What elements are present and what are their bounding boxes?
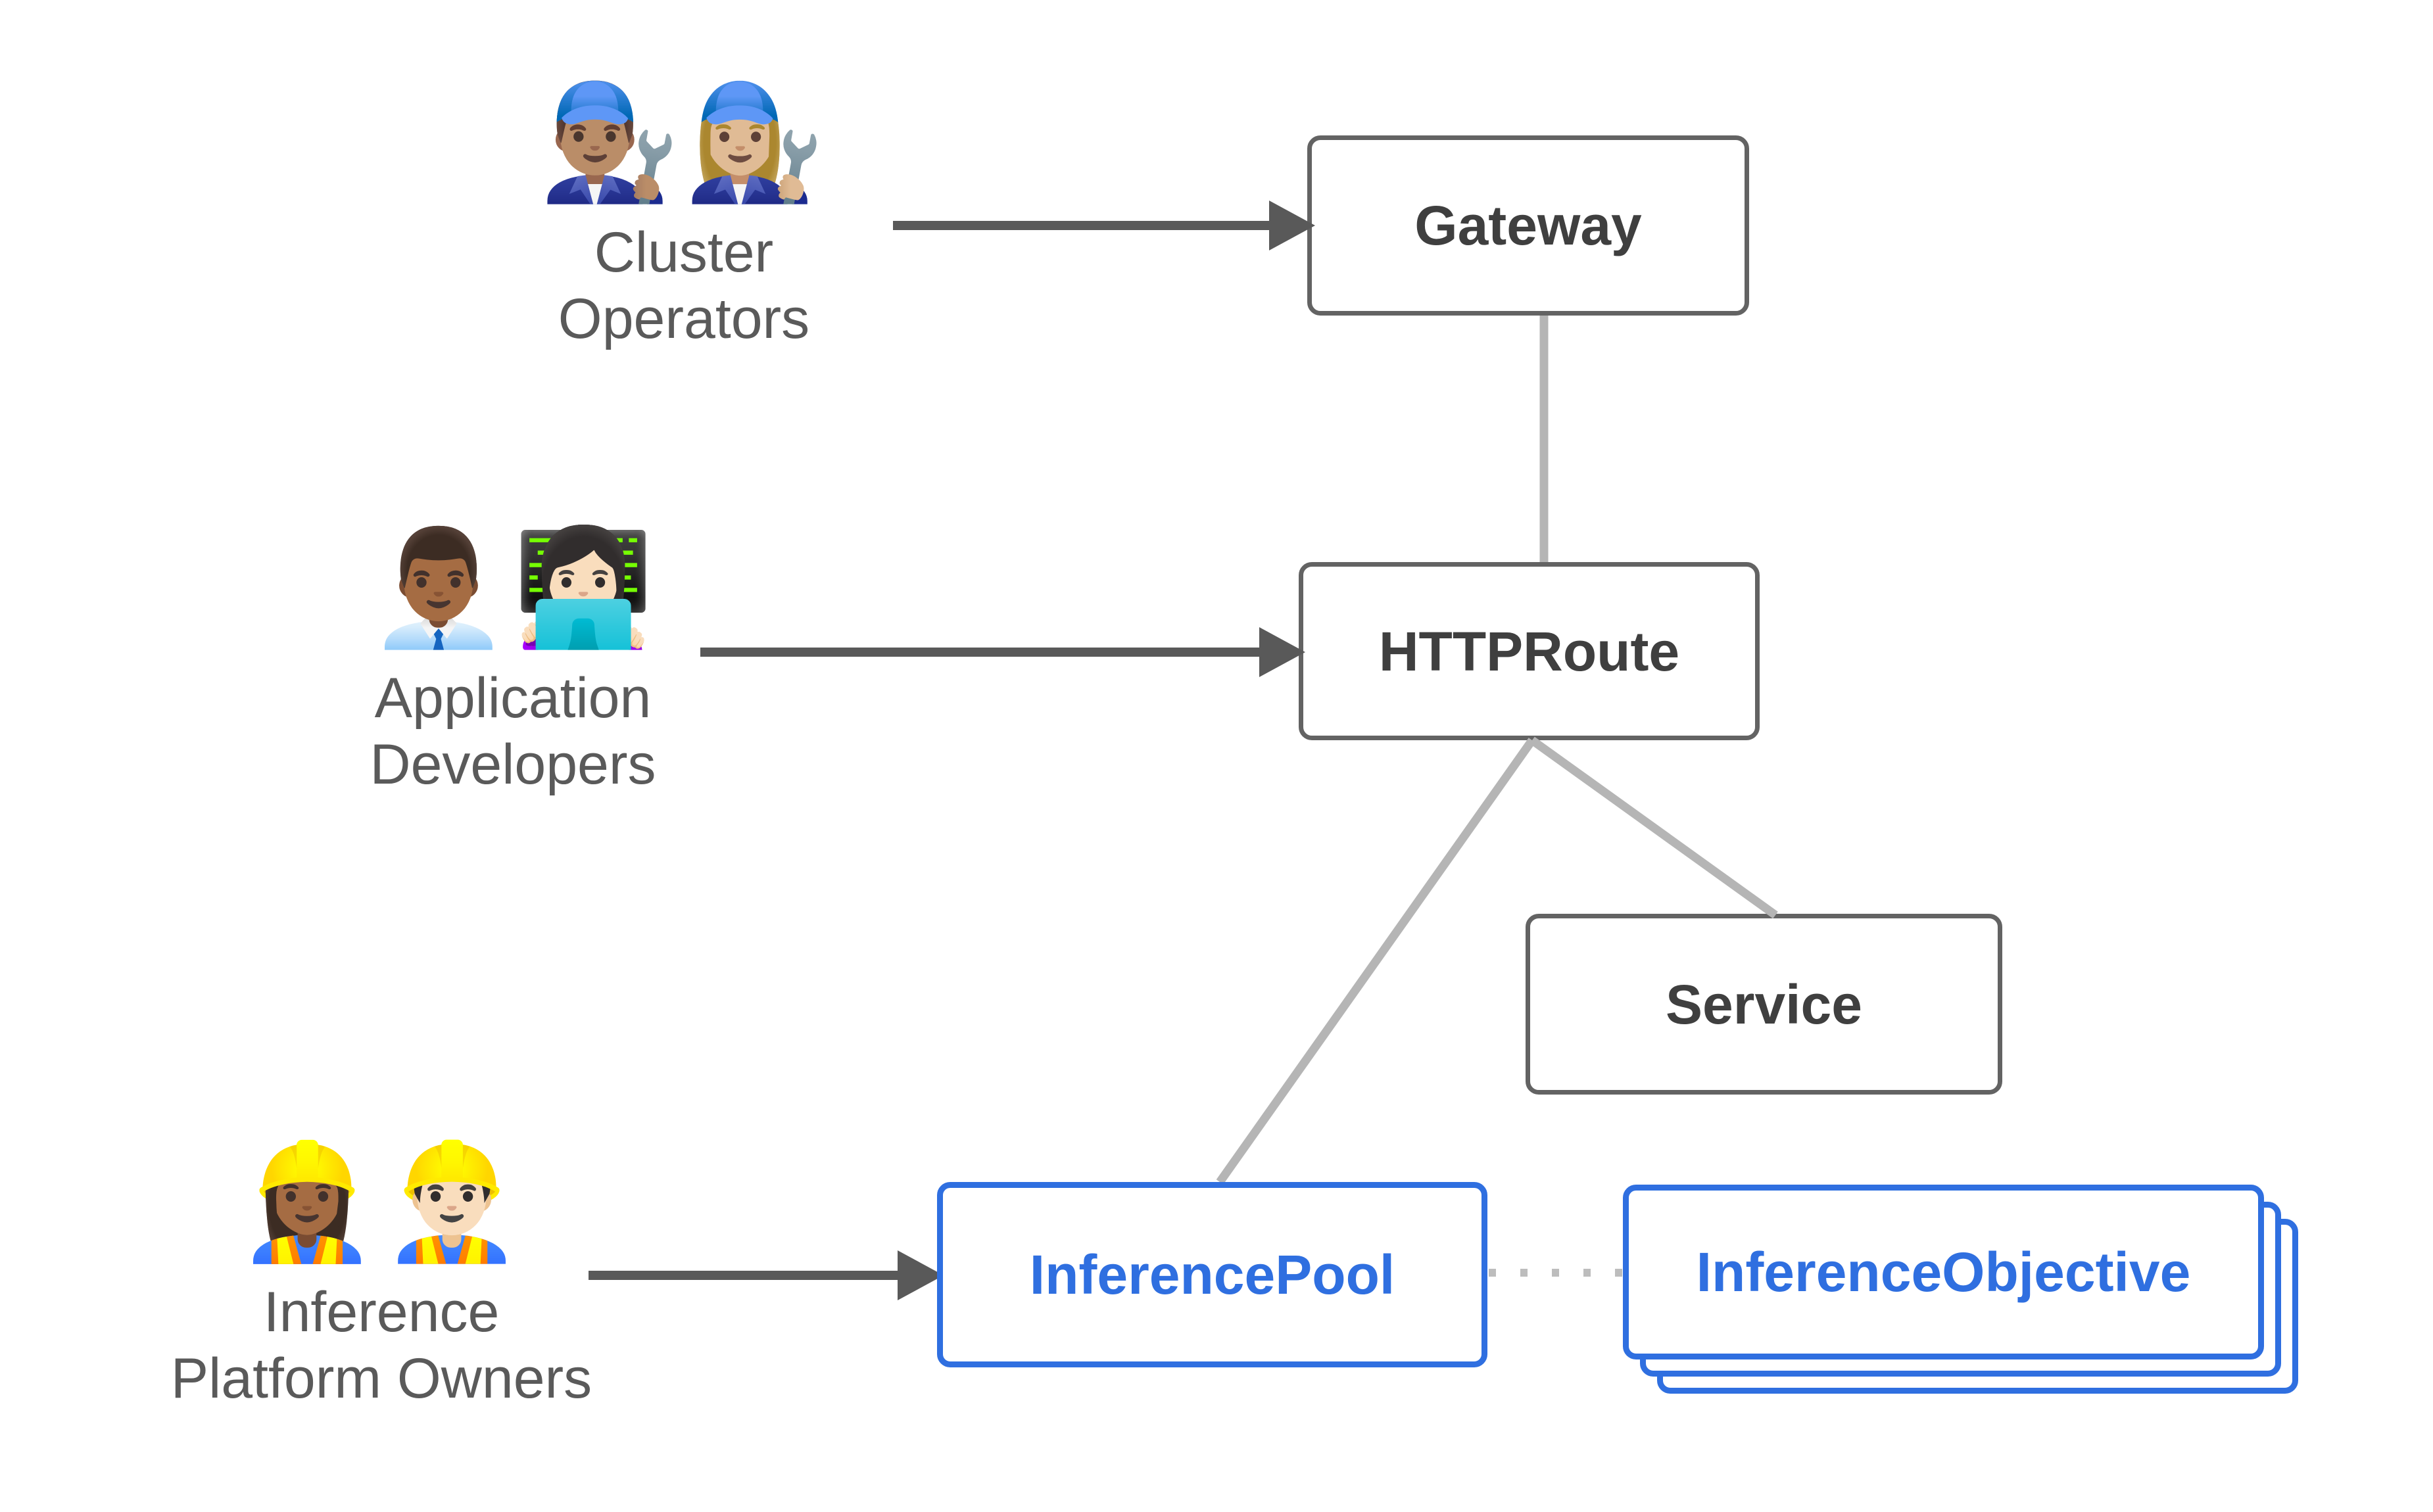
persona-cluster-operators: 👨🏽‍🔧👩🏼‍🔧 Cluster Operators: [500, 85, 868, 353]
node-gateway[interactable]: Gateway: [1307, 135, 1749, 316]
cluster-operators-label: Cluster Operators: [558, 221, 810, 351]
cluster-operators-emoji: 👨🏽‍🔧👩🏼‍🔧: [539, 76, 829, 208]
edge-httproute-to-inferencepool: [1216, 738, 1536, 1185]
edge-httproute-to-service: [1530, 736, 1778, 919]
node-service-label: Service: [1666, 973, 1862, 1035]
application-developers-label: Application Developers: [370, 667, 656, 797]
node-httproute-label: HTTPRoute: [1378, 620, 1680, 682]
node-inferencepool[interactable]: InferencePool: [937, 1182, 1487, 1367]
edge-operators-to-gateway: [893, 201, 1315, 250]
inference-platform-owners-emoji: 👷🏾‍♀️👷🏻‍♂️: [236, 1135, 527, 1267]
inferenceobjective-stack-card-front[interactable]: InferenceObjective: [1623, 1185, 2264, 1359]
application-developers-emoji: 👨🏾‍💼👩🏻‍💻: [368, 521, 658, 653]
node-inferenceobjective[interactable]: InferenceObjective: [1623, 1185, 2299, 1394]
inference-platform-owners-label: Inference Platform Owners: [170, 1281, 592, 1411]
edge-owners-to-inferencepool: [589, 1250, 944, 1300]
node-service[interactable]: Service: [1526, 914, 2002, 1095]
node-inferenceobjective-label: InferenceObjective: [1696, 1241, 2191, 1303]
persona-inference-platform-owners: 👷🏾‍♀️👷🏻‍♂️ Inference Platform Owners: [151, 1145, 612, 1413]
node-inferencepool-label: InferencePool: [1029, 1244, 1395, 1306]
edge-developers-to-httproute: [700, 627, 1305, 677]
node-gateway-label: Gateway: [1414, 195, 1642, 256]
node-httproute[interactable]: HTTPRoute: [1299, 562, 1760, 740]
persona-application-developers: 👨🏾‍💼👩🏻‍💻 Application Developers: [329, 531, 697, 799]
